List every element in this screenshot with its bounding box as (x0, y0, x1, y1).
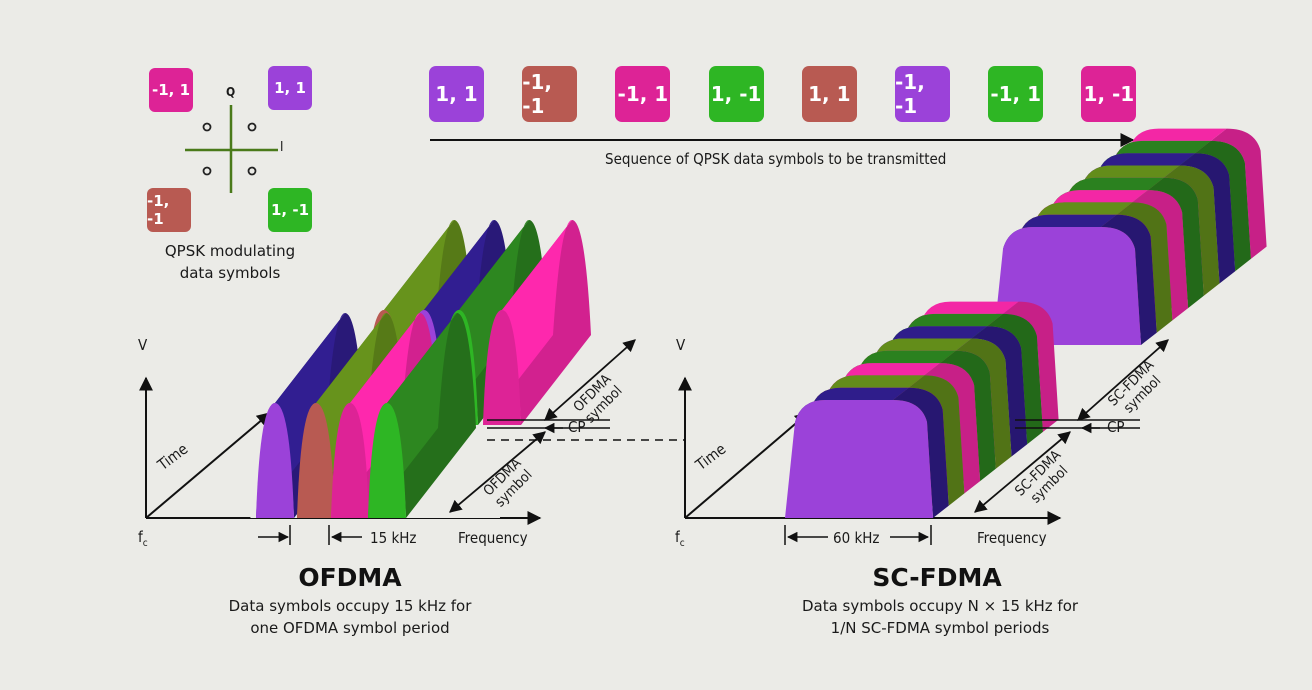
qpsk-constellation (185, 105, 278, 193)
constellation-point (247, 166, 257, 176)
scfdma-block-side-front-2 (924, 363, 981, 494)
ofdma-fc-subscript: c (142, 538, 148, 549)
ofdma-subcarrier-face-front-1 (297, 403, 335, 518)
sequence-symbol-box: 1, -1 (708, 66, 764, 122)
sequence-symbol-box: 1, 1 (429, 66, 484, 122)
ofdma-bandwidth-label: 15 kHz (370, 529, 417, 547)
ofdma-v-label: V (138, 336, 148, 354)
scfdma-fc-label: fc (675, 528, 685, 549)
ofdma-subtitle-line2: one OFDMA symbol period (250, 619, 450, 637)
constellation-point (247, 122, 257, 132)
ofdma-frequency-label: Frequency (458, 529, 528, 547)
scfdma-block-top-front-5 (873, 326, 988, 361)
sequence-symbol-label: 1, 1 (808, 82, 851, 106)
scfdma-subtitle-line2: 1/N SC-FDMA symbol periods (830, 619, 1050, 637)
scfdma-v-label: V (676, 336, 686, 354)
scfdma-plot (678, 128, 1267, 545)
constellation-point (202, 166, 212, 176)
ofdma-subcarrier-face-front-0 (256, 403, 294, 518)
scfdma-block-top-front-2 (826, 363, 941, 398)
qpsk-symbol-box: 1, 1 (268, 66, 312, 110)
scfdma-block-top-front-6 (889, 313, 1003, 349)
ofdma-plot (139, 220, 636, 545)
ofdma-fc-text: f (138, 528, 143, 546)
qpsk-symbol-box: 1, -1 (268, 188, 312, 232)
sequence-symbol-label: -1, -1 (522, 70, 553, 118)
sequence-symbol-box: 1, -1 (1081, 66, 1137, 122)
scfdma-title: SC-FDMA (872, 563, 1002, 592)
ofdma-symbol-arrow-lower (449, 431, 546, 513)
scfdma-subtitle: Data symbols occupy N × 15 kHz for 1/N S… (770, 595, 1110, 639)
scfdma-block-face-front-0 (785, 400, 933, 518)
scfdma-symbol-arrow-lower (974, 431, 1071, 513)
sequence-symbol-box: -1, -1 (522, 66, 578, 122)
scfdma-block-top-back-0 (1003, 214, 1117, 249)
ofdma-subcarrier-face-front-2 (331, 403, 369, 518)
sequence-symbol-label: -1, -1 (895, 70, 925, 118)
qpsk-caption-line1: QPSK modulating (164, 242, 296, 260)
scfdma-block-top-back-3 (1050, 177, 1164, 213)
scfdma-block-side-front-7 (1002, 301, 1059, 432)
scfdma-cp-label: CP (1107, 418, 1125, 436)
sequence-symbol-label: 1, 1 (435, 82, 478, 106)
scfdma-block-top-back-6 (1097, 140, 1211, 176)
scfdma-block-side-front-1 (908, 375, 965, 506)
scfdma-frequency-label: Frequency (977, 529, 1047, 547)
scfdma-block-top-front-0 (795, 387, 909, 422)
scfdma-bandwidth-label: 60 kHz (833, 529, 880, 547)
scfdma-block-top-back-7 (1112, 128, 1227, 163)
qpsk-symbol-box: -1, -1 (147, 188, 191, 232)
scfdma-block-side-back-7 (1210, 128, 1267, 259)
scfdma-time-axis (684, 412, 810, 519)
scfdma-fc-text: f (675, 528, 680, 546)
ofdma-subtitle-line1: Data symbols occupy 15 kHz for (228, 597, 472, 615)
sequence-symbol-label: 1, -1 (710, 82, 762, 106)
ofdma-cp-label: CP (568, 418, 586, 436)
scfdma-block-top-front-1 (810, 375, 925, 410)
scfdma-block-side-back-6 (1195, 140, 1251, 272)
ofdma-symbol-arrow-upper (544, 339, 636, 421)
scfdma-block-side-back-3 (1148, 177, 1204, 309)
scfdma-block-top-front-4 (857, 338, 972, 373)
scfdma-block-top-front-3 (842, 350, 956, 386)
ofdma-title: OFDMA (298, 563, 402, 592)
scfdma-block-top-front-7 (904, 301, 1019, 336)
ofdma-subcarrier-face-front-3 (368, 403, 406, 518)
scfdma-symbol-arrow-upper (1077, 339, 1169, 421)
sequence-symbol-label: 1, -1 (1083, 82, 1135, 106)
scfdma-block-side-front-0 (893, 387, 949, 518)
scfdma-block-top-back-1 (1018, 202, 1133, 237)
ofdma-fc-label: fc (138, 528, 148, 549)
scfdma-block-side-back-0 (1101, 214, 1157, 345)
scfdma-fc-subscript: c (679, 538, 685, 549)
sequence-symbol-box: -1, 1 (615, 66, 671, 122)
scfdma-block-side-back-2 (1132, 190, 1189, 321)
sequence-symbol-box: 1, 1 (801, 66, 857, 122)
ofdma-subtitle: Data symbols occupy 15 kHz for one OFDMA… (200, 595, 500, 639)
ofdma-time-axis (145, 412, 272, 519)
scfdma-subtitle-line1: Data symbols occupy N × 15 kHz for (801, 597, 1079, 615)
qpsk-caption-line2: data symbols (179, 264, 281, 282)
constellation-point (202, 122, 212, 132)
sequence-symbol-label: -1, 1 (990, 82, 1042, 106)
qpsk-caption: QPSK modulating data symbols (140, 240, 320, 284)
q-axis-label: Q (226, 85, 236, 99)
scfdma-block-top-back-4 (1065, 165, 1180, 200)
scfdma-block-side-front-5 (971, 326, 1028, 457)
ofdma-subcarrier-face-back-3 (483, 310, 521, 425)
scfdma-block-top-back-2 (1034, 190, 1149, 225)
sequence-symbol-label: -1, 1 (617, 82, 669, 106)
scfdma-block-top-back-5 (1081, 153, 1196, 188)
i-axis-label: I (280, 140, 284, 155)
sequence-caption: Sequence of QPSK data symbols to be tran… (605, 150, 947, 168)
sequence-symbol-box: -1, -1 (895, 66, 950, 122)
sequence-symbol-box: -1, 1 (988, 66, 1044, 122)
scfdma-block-side-back-1 (1116, 202, 1173, 333)
scfdma-block-side-back-4 (1163, 165, 1220, 296)
qpsk-symbol-box: -1, 1 (149, 68, 193, 112)
scfdma-block-side-back-5 (1179, 153, 1236, 284)
scfdma-block-side-front-6 (987, 313, 1043, 445)
